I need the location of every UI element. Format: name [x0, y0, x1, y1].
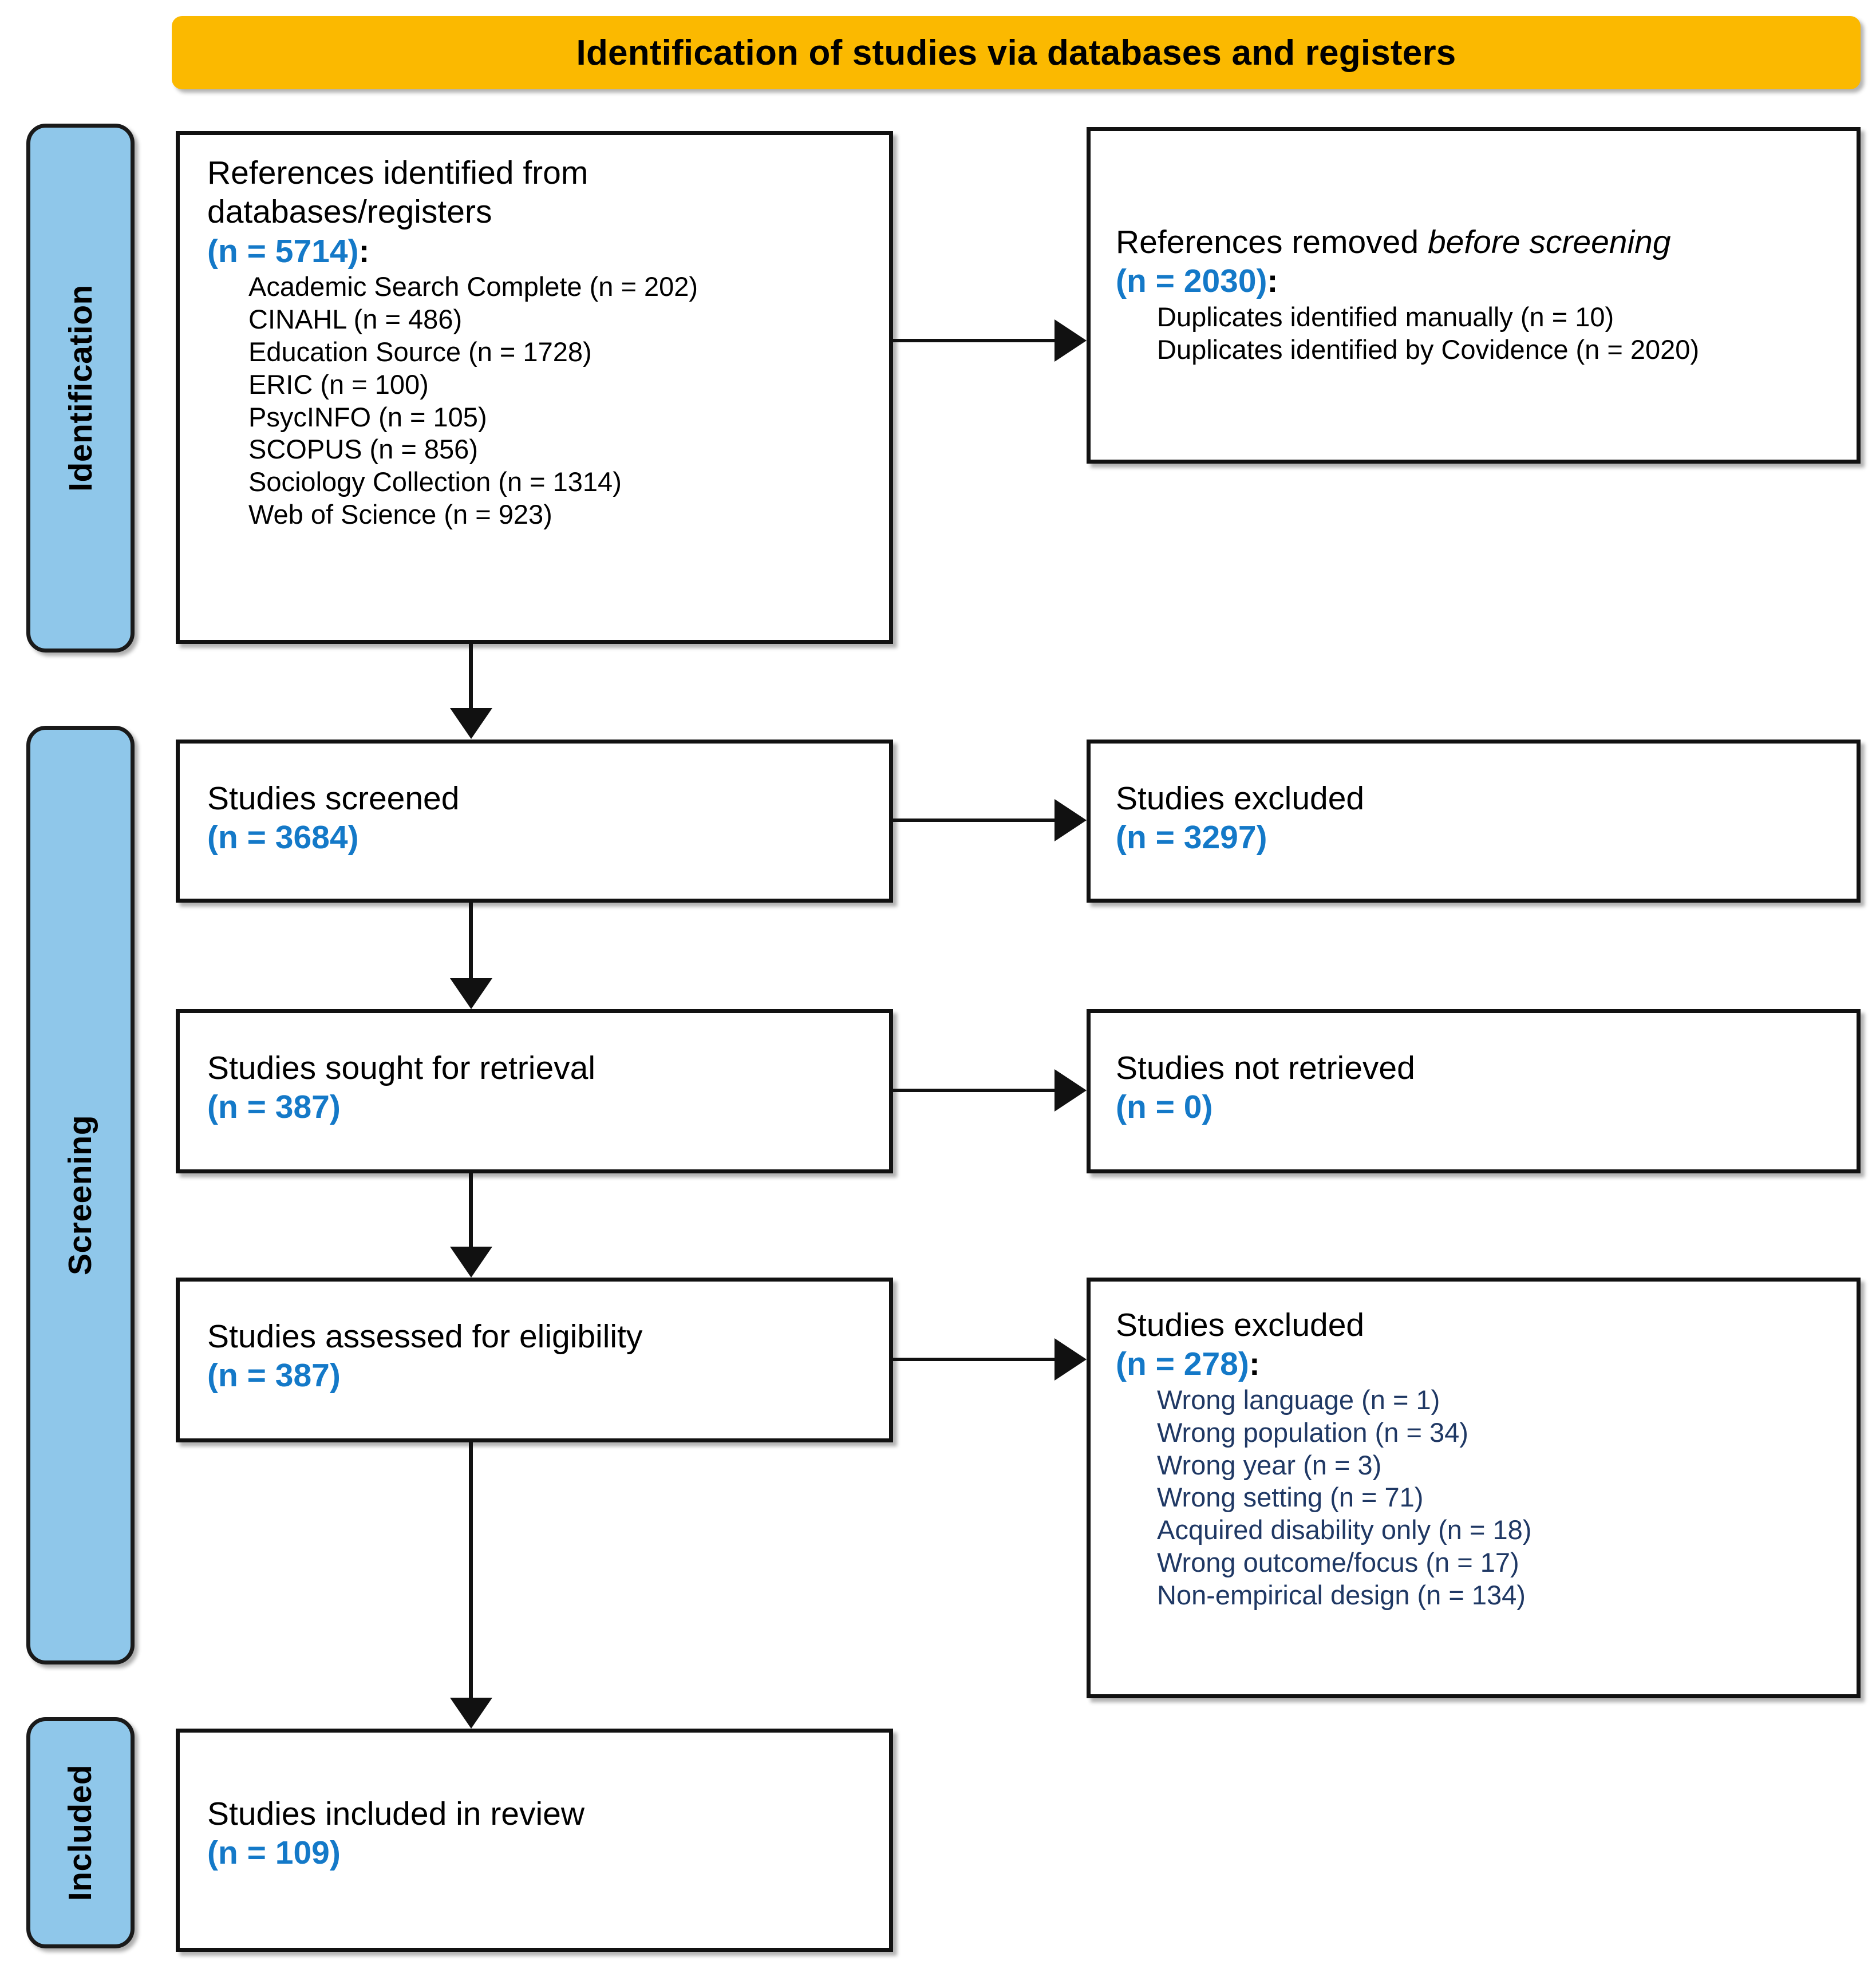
list-item: Acquired disability only (n = 18) [1157, 1515, 1532, 1545]
list-item: CINAHL (n = 486) [248, 304, 463, 335]
connector-sought-to-not-retrieved [893, 1089, 1054, 1092]
arrowhead-assessed-to-included [450, 1698, 492, 1729]
stage-label-included-text: Included [62, 1764, 99, 1901]
node-identified-title-line2: databases/registers [207, 193, 492, 231]
stage-label-included: Included [26, 1717, 135, 1948]
node-studies-sought-for-retrieval: Studies sought for retrieval (n = 387) [176, 1009, 893, 1173]
stage-label-identification-text: Identification [62, 284, 99, 492]
list-item: Duplicates identified manually (n = 10) [1157, 301, 1614, 332]
node-references-removed: References removed before screening (n =… [1087, 127, 1861, 464]
stage-label-screening: Screening [26, 726, 135, 1664]
node-assessed-count: (n = 387) [207, 1357, 341, 1394]
node-screened-title: Studies screened [207, 780, 460, 817]
node-identified-title-line1: References identified from [207, 155, 589, 191]
node-studies-excluded-screening: Studies excluded (n = 3297) [1087, 740, 1861, 903]
node-studies-not-retrieved: Studies not retrieved (n = 0) [1087, 1009, 1861, 1173]
node-not-retrieved-count: (n = 0) [1116, 1089, 1213, 1126]
node-excluded-screening-title: Studies excluded [1116, 780, 1365, 817]
node-references-identified: References identified from databases/reg… [176, 131, 893, 644]
list-item: Wrong language (n = 1) [1157, 1384, 1440, 1415]
node-studies-excluded-eligibility: Studies excluded (n = 278): Wrong langua… [1087, 1278, 1861, 1698]
stage-label-screening-text: Screening [62, 1114, 99, 1276]
node-excluded-eligibility-title: Studies excluded [1116, 1307, 1365, 1343]
node-sought-count: (n = 387) [207, 1089, 341, 1126]
node-identified-count: (n = 5714): [207, 232, 370, 270]
node-not-retrieved-title: Studies not retrieved [1116, 1050, 1415, 1086]
connector-identified-to-screened [469, 644, 473, 708]
arrowhead-assessed-to-excluded-eligibility [1054, 1338, 1087, 1381]
arrowhead-sought-to-not-retrieved [1054, 1069, 1087, 1112]
node-screened-count: (n = 3684) [207, 819, 359, 856]
connector-screened-to-excluded [893, 819, 1054, 822]
list-item: Wrong outcome/focus (n = 17) [1157, 1547, 1519, 1578]
arrowhead-identified-to-removed [1054, 319, 1087, 362]
connector-assessed-to-included [469, 1442, 473, 1698]
list-item: ERIC (n = 100) [248, 369, 429, 400]
list-item: Web of Science (n = 923) [248, 499, 552, 530]
list-item: PsycINFO (n = 105) [248, 401, 487, 432]
arrowhead-screened-to-sought [450, 978, 492, 1009]
stage-label-identification: Identification [26, 124, 135, 653]
list-item: Wrong population (n = 34) [1157, 1417, 1468, 1448]
diagram-header-banner: Identification of studies via databases … [172, 16, 1861, 89]
list-item: Duplicates identified by Covidence (n = … [1157, 334, 1700, 365]
node-assessed-title: Studies assessed for eligibility [207, 1318, 643, 1355]
node-excluded-screening-count: (n = 3297) [1116, 819, 1267, 856]
node-included-title: Studies included in review [207, 1796, 585, 1832]
arrowhead-sought-to-assessed [450, 1247, 492, 1278]
node-sought-title: Studies sought for retrieval [207, 1050, 596, 1086]
node-studies-included-in-review: Studies included in review (n = 109) [176, 1729, 893, 1952]
node-studies-assessed-for-eligibility: Studies assessed for eligibility (n = 38… [176, 1278, 893, 1442]
connector-identified-to-removed [893, 339, 1054, 342]
node-studies-screened: Studies screened (n = 3684) [176, 740, 893, 903]
node-removed-reason-list: Duplicates identified manually (n = 10) … [1157, 301, 1843, 366]
node-removed-count: (n = 2030): [1116, 263, 1278, 300]
list-item: Wrong year (n = 3) [1157, 1449, 1382, 1480]
list-item: SCOPUS (n = 856) [248, 434, 478, 465]
connector-assessed-to-excluded-eligibility [893, 1358, 1054, 1361]
connector-screened-to-sought [469, 903, 473, 978]
connector-sought-to-assessed [469, 1173, 473, 1247]
list-item: Academic Search Complete (n = 202) [248, 271, 698, 302]
node-removed-title: References removed before screening [1116, 224, 1671, 260]
arrowhead-identified-to-screened [450, 708, 492, 739]
list-item: Non-empirical design (n = 134) [1157, 1579, 1526, 1610]
list-item: Education Source (n = 1728) [248, 336, 592, 367]
list-item: Wrong setting (n = 71) [1157, 1482, 1424, 1513]
node-identified-source-list: Academic Search Complete (n = 202) CINAH… [248, 271, 875, 531]
page-title: Identification of studies via databases … [576, 33, 1456, 73]
arrowhead-screened-to-excluded [1054, 799, 1087, 841]
node-excluded-eligibility-reason-list: Wrong language (n = 1) Wrong population … [1157, 1384, 1843, 1612]
node-excluded-eligibility-count: (n = 278): [1116, 1346, 1260, 1383]
list-item: Sociology Collection (n = 1314) [248, 466, 622, 497]
node-included-count: (n = 109) [207, 1834, 341, 1872]
